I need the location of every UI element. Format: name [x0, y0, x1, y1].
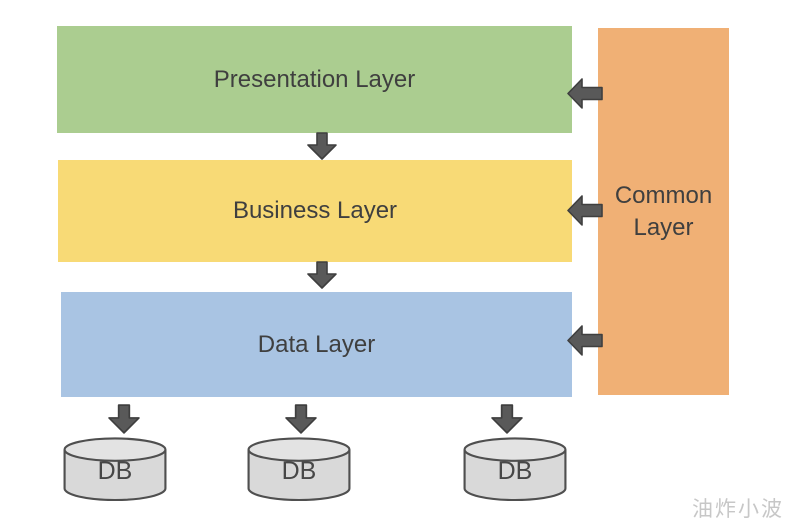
database-cylinder: DB [246, 437, 352, 501]
data-layer-label: Data Layer [257, 330, 376, 358]
down-arrow-icon [108, 403, 140, 435]
down-arrow-icon [307, 261, 337, 289]
down-arrow-icon [491, 403, 523, 435]
business-layer-label: Business Layer [232, 197, 398, 224]
watermark-text: 油炸小波 [692, 498, 784, 521]
left-arrow-icon [567, 325, 603, 356]
database-cylinder: DB [62, 437, 168, 501]
db-label: DB [281, 457, 317, 485]
business-layer-box: Business Layer [58, 160, 572, 262]
common-layer-label: Common Layer [614, 182, 713, 241]
common-layer-box: Common Layer [598, 28, 729, 395]
left-arrow-icon [567, 195, 603, 226]
down-arrow-icon [307, 132, 337, 160]
down-arrow-icon [285, 403, 317, 435]
left-arrow-icon [567, 78, 603, 109]
data-layer-box: Data Layer [61, 292, 572, 397]
database-cylinder: DB [462, 437, 568, 501]
presentation-layer-label: Presentation Layer [213, 65, 416, 93]
db-label: DB [97, 457, 133, 485]
presentation-layer-box: Presentation Layer [57, 26, 572, 133]
db-label: DB [497, 457, 533, 485]
